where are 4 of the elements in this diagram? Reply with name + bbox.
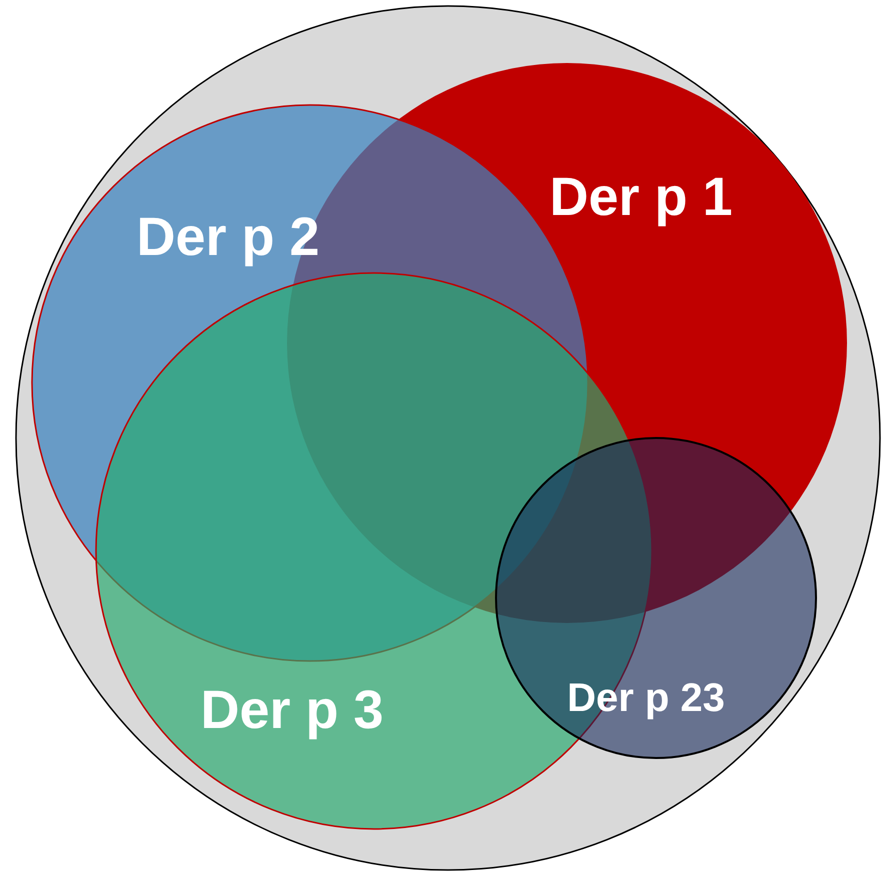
set-label: Der p 1 — [549, 170, 733, 224]
set-label: Der p 23 — [567, 678, 725, 718]
set-label: Der p 2 — [136, 210, 320, 264]
set-label: Der p 3 — [200, 683, 384, 737]
